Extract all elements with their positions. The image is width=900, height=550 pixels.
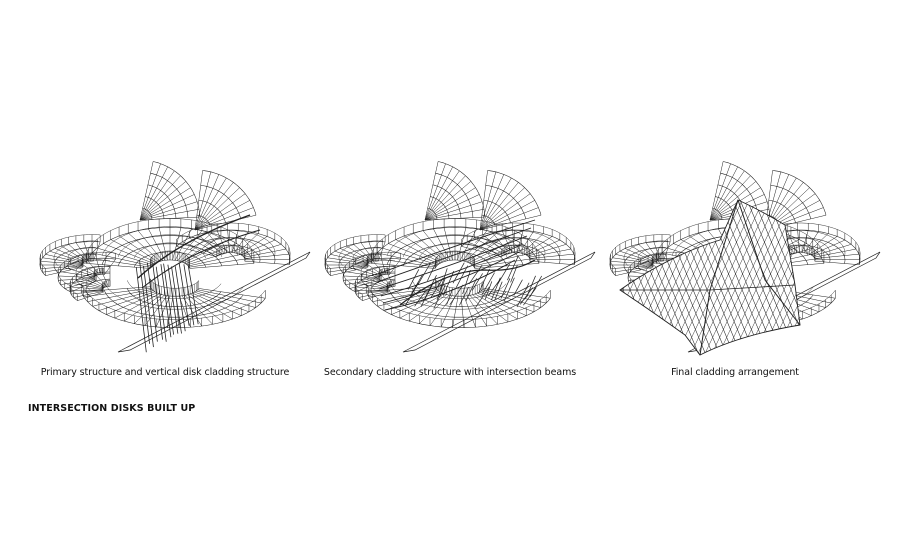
vertical-disk	[194, 170, 257, 231]
cladding-shell	[619, 199, 801, 356]
caption-secondary-cladding: Secondary cladding structure with inters…	[323, 367, 577, 378]
disk-ring	[39, 234, 101, 276]
section-title: INTERSECTION DISKS BUILT UP	[28, 403, 196, 414]
caption-final-cladding: Final cladding arrangement	[671, 367, 799, 378]
disk-ring	[324, 234, 386, 276]
vertical-disk	[479, 170, 542, 231]
diagram-final-cladding	[609, 161, 881, 356]
disk-ring	[370, 218, 540, 269]
diagram-secondary-cladding	[324, 161, 596, 353]
disk-ring	[609, 234, 671, 276]
caption-primary-structure: Primary structure and vertical disk clad…	[40, 367, 290, 378]
disk-ring	[461, 222, 576, 265]
base-plate	[117, 251, 311, 353]
diagram-primary-structure	[39, 161, 311, 353]
disk-ring	[365, 278, 551, 328]
vertical-disk	[424, 161, 486, 221]
base-plate	[687, 251, 881, 353]
disk-ring	[354, 265, 396, 301]
disk-ring	[176, 222, 291, 265]
vertical-disk	[139, 161, 201, 221]
base-plate	[402, 251, 596, 353]
disk-ring	[69, 265, 111, 301]
